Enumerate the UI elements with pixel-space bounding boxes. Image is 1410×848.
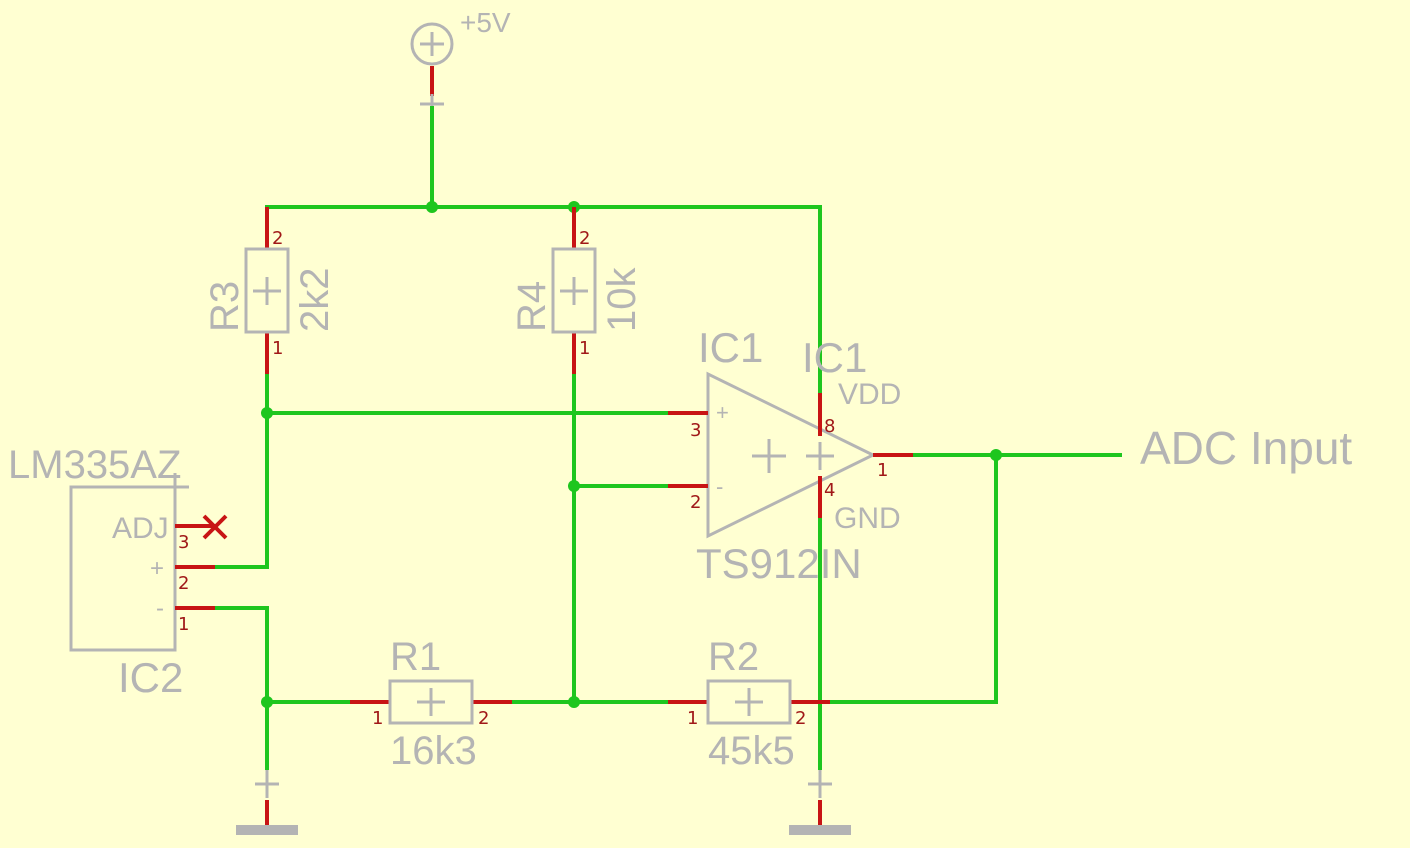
junctions <box>261 201 1002 708</box>
sensor-part: LM335AZ <box>8 443 181 487</box>
opamp-part: TS912IN <box>696 540 862 587</box>
sensor-name: IC2 <box>118 654 183 701</box>
r4-pin1-label: 1 <box>579 338 590 359</box>
r2-name: R2 <box>708 635 759 679</box>
opamp-pin-gnd: 4 <box>824 480 835 501</box>
r3-value: 2k2 <box>293 268 337 333</box>
ground-symbol-right <box>789 770 851 835</box>
opamp-vdd-label: VDD <box>838 378 901 411</box>
r2-pin2-label: 2 <box>795 708 806 729</box>
r3-pin2-label: 2 <box>272 228 283 249</box>
resistor-r3[interactable]: 2 1 R3 2k2 <box>203 207 337 374</box>
opamp-plus-sign: + <box>716 400 729 425</box>
opamp-pin-out: 1 <box>877 460 888 481</box>
wires <box>213 106 1122 770</box>
sensor-plus-label: + <box>150 555 164 582</box>
r1-pin2-label: 2 <box>478 708 489 729</box>
resistor-r1[interactable]: 1 2 R1 16k3 <box>350 635 512 773</box>
opamp-triangle <box>706 371 877 539</box>
sensor-ic2[interactable]: LM335AZ ADJ + - 3 2 1 IC2 <box>8 443 215 701</box>
r2-pin1-label: 1 <box>687 708 698 729</box>
r2-value: 45k5 <box>708 729 795 773</box>
opamp-name: IC1 <box>698 324 763 371</box>
sensor-minus-label: - <box>156 595 164 622</box>
r1-name: R1 <box>390 635 441 679</box>
r4-pin2-label: 2 <box>579 228 590 249</box>
sensor-pin-adj: 3 <box>178 532 189 553</box>
r1-value: 16k3 <box>390 729 477 773</box>
opamp-minus-sign: - <box>716 474 723 499</box>
resistor-r4[interactable]: 2 1 R4 10k <box>510 207 644 374</box>
opamp-pin-vdd: 8 <box>824 416 835 437</box>
opamp-gnd-label: GND <box>834 502 901 535</box>
opamp-ic1[interactable]: + - 3 2 1 8 4 IC1 IC1 VDD GND TS912IN <box>668 324 913 587</box>
junction-dot <box>261 696 273 708</box>
output-label: ADC Input <box>1140 422 1352 474</box>
opamp-power-name: IC1 <box>802 334 867 381</box>
r1-pin1-label: 1 <box>372 708 383 729</box>
junction-dot <box>568 480 580 492</box>
r4-name: R4 <box>510 281 554 332</box>
r4-value: 10k <box>600 267 644 332</box>
junction-dot <box>426 201 438 213</box>
sensor-adj-label: ADJ <box>112 512 169 545</box>
junction-dot <box>568 696 580 708</box>
no-connect-icon <box>202 514 228 540</box>
ground-symbol-left <box>236 770 298 835</box>
junction-dot <box>990 449 1002 461</box>
sensor-pin-minus: 1 <box>178 614 189 635</box>
junction-dot <box>261 407 273 419</box>
supply-symbol: +5V <box>410 7 511 116</box>
supply-label: +5V <box>460 7 511 38</box>
r3-pin1-label: 1 <box>272 338 283 359</box>
opamp-pin-minus: 2 <box>690 492 701 513</box>
opamp-pin-plus: 3 <box>690 420 701 441</box>
sensor-pin-plus: 2 <box>178 573 189 594</box>
resistor-r2[interactable]: 1 2 R2 45k5 <box>668 635 830 773</box>
r3-name: R3 <box>203 281 247 332</box>
